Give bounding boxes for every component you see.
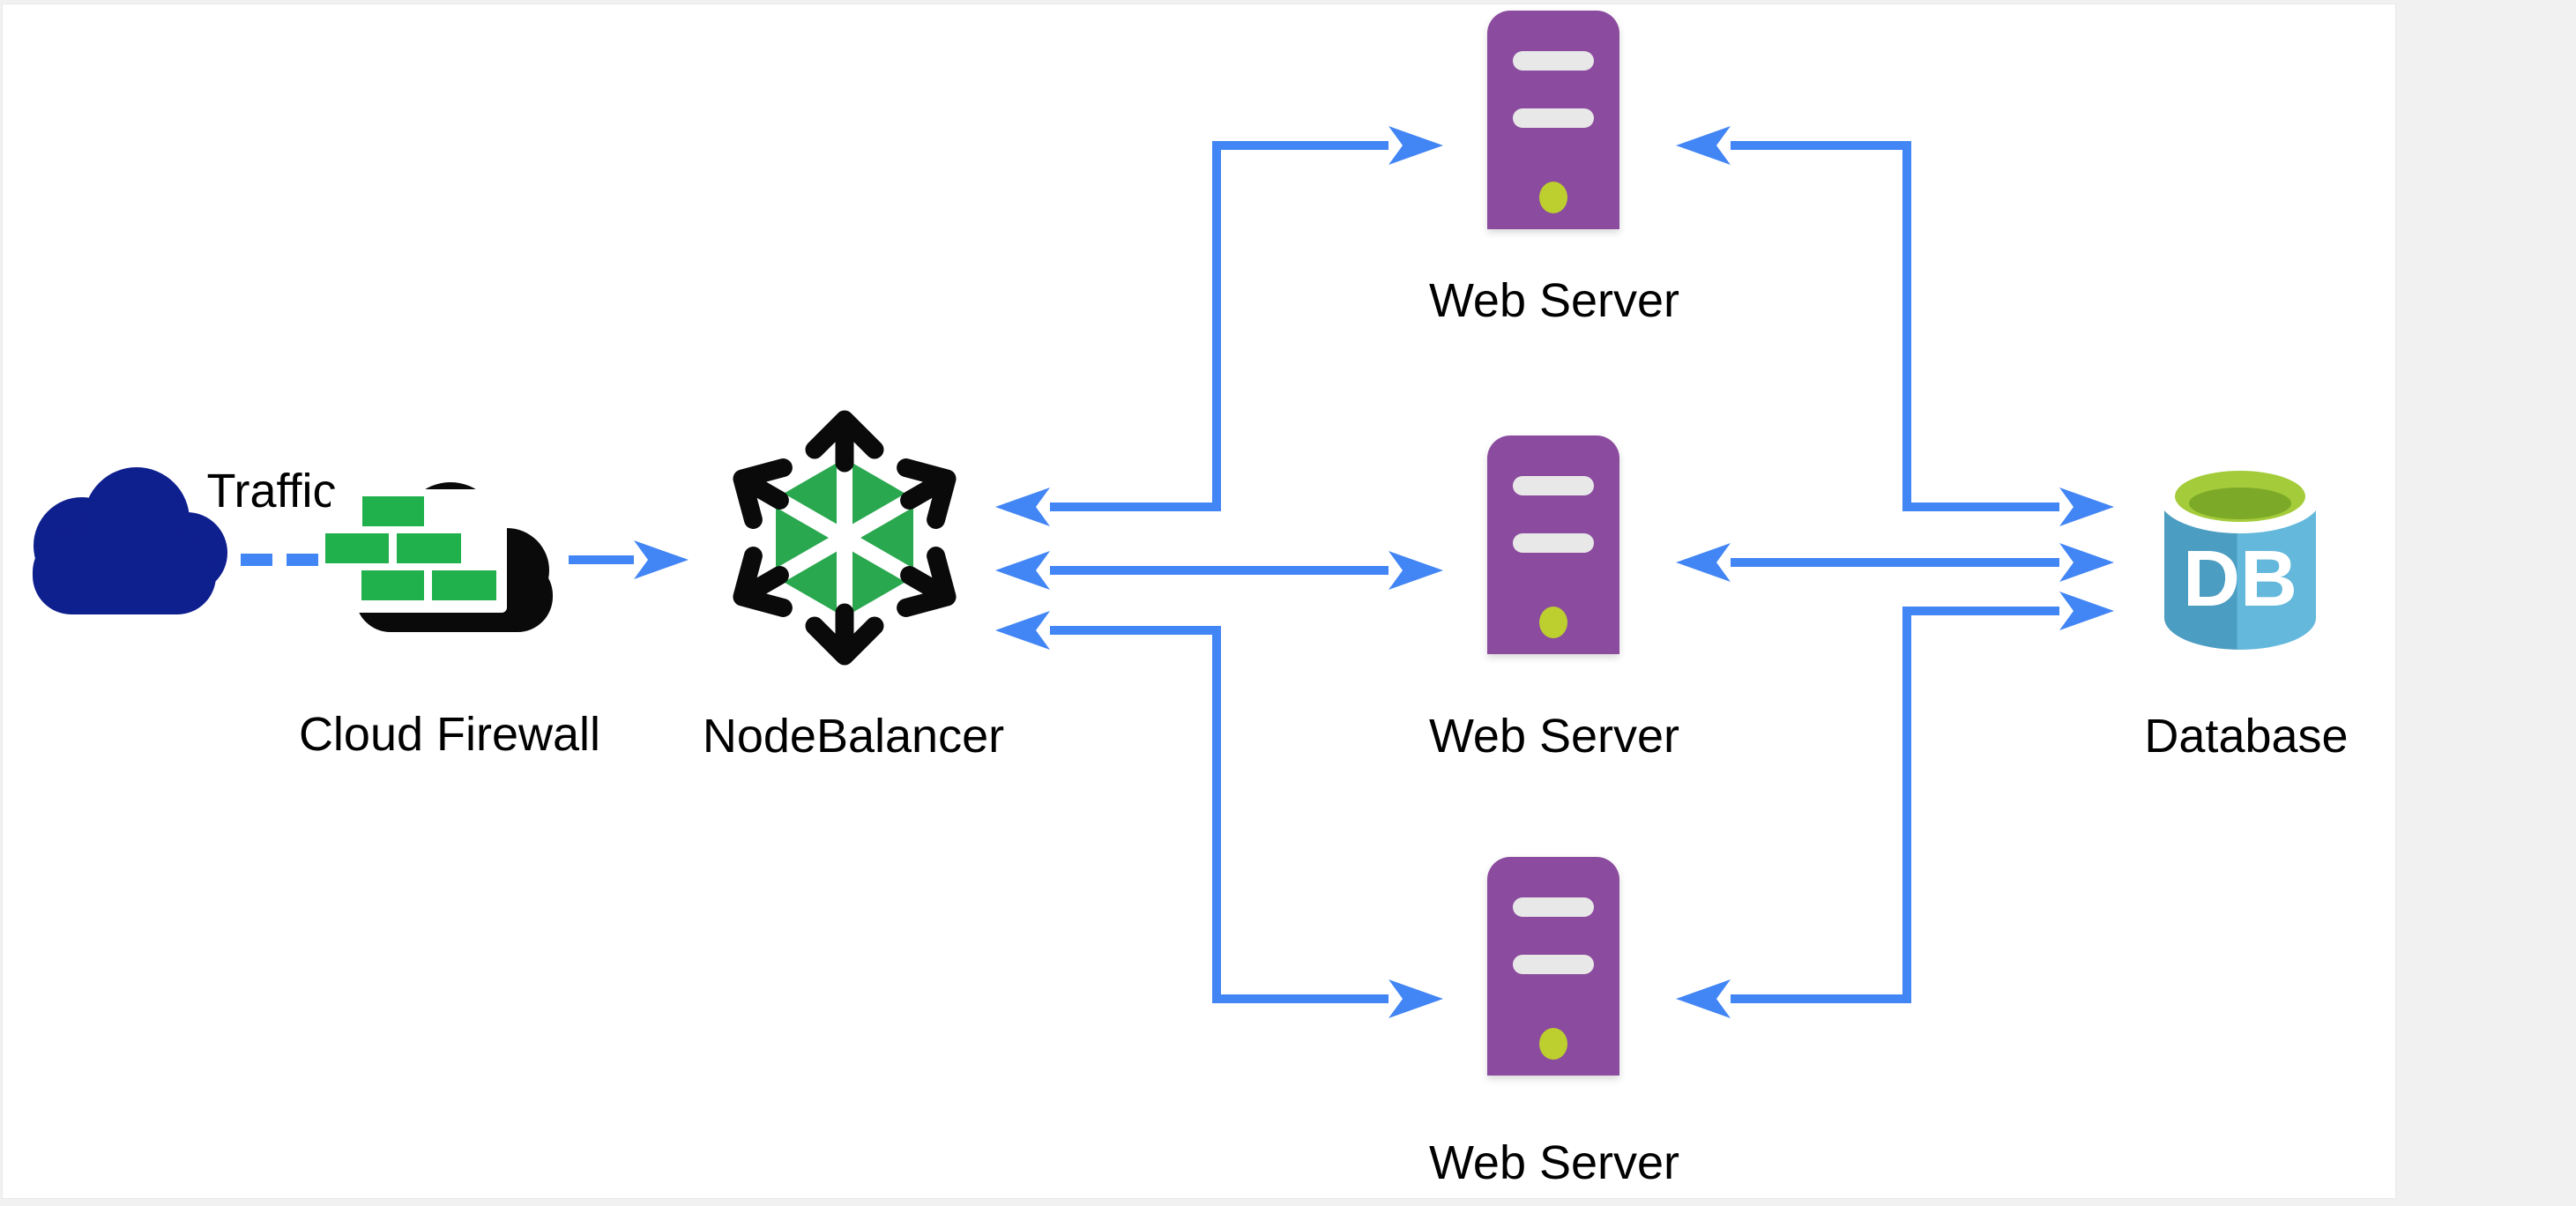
- node-label-web-server-1: Web Server: [1428, 274, 1680, 327]
- diagram-canvas: Traffic Cloud Firewall: [2, 4, 2396, 1199]
- node-label-web-server-3: Web Server: [1428, 1136, 1680, 1189]
- cloud-firewall-icon: [325, 482, 553, 632]
- edge-nodebalancer-webserver3: [995, 611, 1443, 1018]
- traffic-cloud-icon: [33, 467, 227, 614]
- node-label-web-server-2: Web Server: [1428, 710, 1680, 763]
- nodebalancer-icon: [712, 410, 977, 685]
- node-label-nodebalancer: NodeBalancer: [702, 710, 1005, 763]
- edge-webserver1-database: [1676, 126, 2114, 526]
- edge-nodebalancer-webserver1: [995, 126, 1443, 526]
- server-icon: [1487, 11, 1619, 229]
- node-web-server-1: [1487, 11, 1619, 234]
- node-database: DB: [2155, 445, 2325, 668]
- node-traffic: [13, 465, 234, 621]
- node-label-database: Database: [2144, 710, 2349, 763]
- database-icon: DB: [2159, 463, 2321, 650]
- node-label-cloud-firewall: Cloud Firewall: [298, 708, 601, 761]
- server-icon: [1487, 857, 1619, 1076]
- node-label-traffic: Traffic: [206, 465, 337, 517]
- node-nodebalancer: [712, 391, 977, 689]
- database-badge: DB: [2183, 535, 2297, 623]
- server-icon: [1487, 436, 1619, 654]
- node-web-server-2: [1487, 436, 1619, 659]
- edges-layer: [241, 126, 2114, 1018]
- node-cloud-firewall: [318, 477, 558, 640]
- edge-webserver3-database: [1676, 592, 2114, 1018]
- node-web-server-3: [1487, 857, 1619, 1080]
